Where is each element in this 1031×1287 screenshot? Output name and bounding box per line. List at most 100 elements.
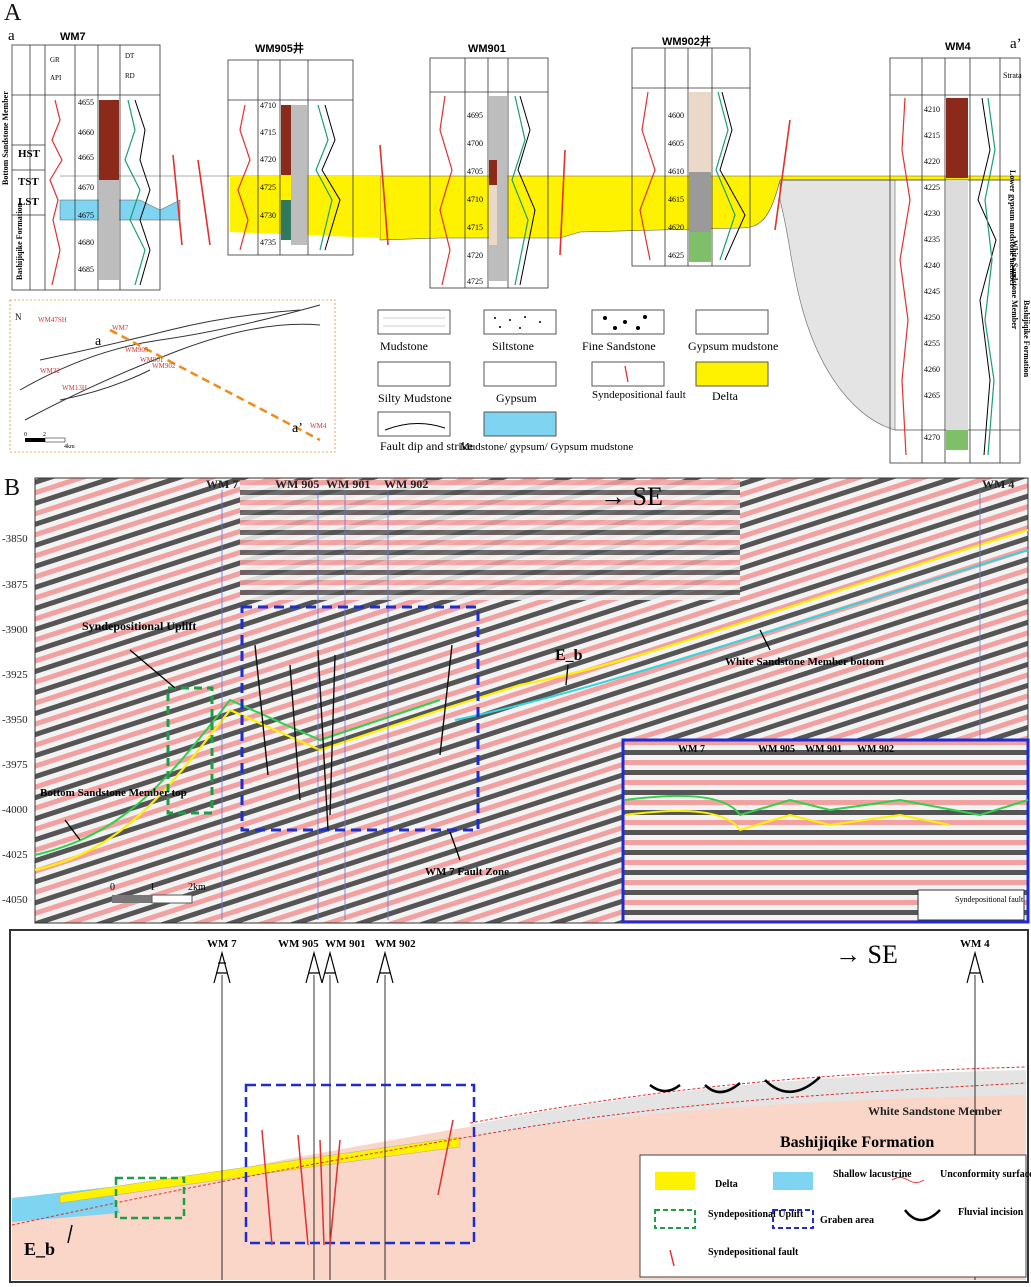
svg-text:Delta: Delta xyxy=(715,1179,738,1190)
svg-text:WM47SH: WM47SH xyxy=(38,316,67,324)
svg-text:WM 901: WM 901 xyxy=(326,477,370,491)
svg-text:4670: 4670 xyxy=(78,183,94,192)
legend-c: Delta Shallow lacustrine Unconformity su… xyxy=(639,1154,1031,1278)
panel-c-model: WM 7 WM 905 WM 901 WM 902 WM 4 → SE Whit… xyxy=(9,929,1031,1283)
svg-text:4715: 4715 xyxy=(260,128,276,137)
svg-text:-4000: -4000 xyxy=(2,804,28,816)
svg-text:4615: 4615 xyxy=(668,195,684,204)
svg-text:-3875: -3875 xyxy=(2,579,28,591)
depths-wm7: 4655 4660 4665 4670 4675 4680 4685 xyxy=(78,98,94,274)
svg-text:4675: 4675 xyxy=(78,211,94,220)
svg-text:4725: 4725 xyxy=(260,183,276,192)
svg-text:Mudstone/ gypsum/ Gypsum mudst: Mudstone/ gypsum/ Gypsum mudstone xyxy=(460,441,633,453)
uplift-box xyxy=(166,686,214,815)
section-end-a: a xyxy=(8,28,15,44)
wm7-member-text: Bottom Sandstone Member xyxy=(1,91,10,185)
well-wm901 xyxy=(429,57,549,289)
svg-text:4705: 4705 xyxy=(467,167,483,176)
svg-text:Syndepositional Uplift: Syndepositional Uplift xyxy=(708,1209,804,1220)
svg-text:Bashijiqike Formation: Bashijiqike Formation xyxy=(780,1134,934,1151)
svg-text:4710: 4710 xyxy=(467,195,483,204)
svg-text:DT: DT xyxy=(125,52,135,60)
svg-text:RD: RD xyxy=(125,72,135,80)
svg-text:WM13H: WM13H xyxy=(62,384,87,392)
seismic-inset: WM 7 WM 905 WM 901 WM 902 Syndepositiona… xyxy=(621,738,1030,924)
svg-text:Fault dip and strike: Fault dip and strike xyxy=(380,439,473,453)
panel-a-label: A xyxy=(4,0,22,26)
svg-text:WM 902: WM 902 xyxy=(857,744,894,755)
seismic-direction: → SE xyxy=(600,482,663,511)
svg-text:4610: 4610 xyxy=(668,167,684,176)
svg-text:Syndepositional fault: Syndepositional fault xyxy=(592,389,686,401)
svg-text:4735: 4735 xyxy=(260,238,276,247)
svg-text:1: 1 xyxy=(150,882,155,893)
svg-text:→ SE: → SE xyxy=(835,940,898,969)
svg-text:4225: 4225 xyxy=(924,183,940,192)
svg-text:a’: a’ xyxy=(292,421,303,436)
svg-text:4655: 4655 xyxy=(78,98,94,107)
svg-text:4230: 4230 xyxy=(924,209,940,218)
svg-text:4265: 4265 xyxy=(924,391,940,400)
svg-text:WM905: WM905 xyxy=(125,346,149,354)
svg-text:Gypsum mudstone: Gypsum mudstone xyxy=(688,339,778,353)
svg-text:0: 0 xyxy=(110,882,115,893)
svg-text:Silty Mudstone: Silty Mudstone xyxy=(378,391,452,405)
svg-text:Lower gypsum mudstone member: Lower gypsum mudstone member xyxy=(1008,170,1017,287)
section-end-a-prime: a’ xyxy=(1010,36,1022,52)
svg-text:Strata: Strata xyxy=(1003,71,1022,80)
horizon-bottom-top xyxy=(34,698,441,856)
svg-text:4685: 4685 xyxy=(78,265,94,274)
svg-text:Fluvial incision: Fluvial incision xyxy=(958,1207,1024,1218)
svg-text:WM32: WM32 xyxy=(40,367,60,375)
svg-text:WM4: WM4 xyxy=(310,422,327,430)
svg-text:White Sandstone Member: White Sandstone Member xyxy=(1010,240,1019,330)
svg-text:2: 2 xyxy=(43,432,46,438)
well-name-wm905: WM905井 xyxy=(255,41,304,55)
svg-text:WM 4: WM 4 xyxy=(960,938,990,950)
svg-text:Unconformity surface: Unconformity surface xyxy=(940,1169,1031,1180)
svg-text:Siltstone: Siltstone xyxy=(492,339,534,353)
svg-text:Gypsum: Gypsum xyxy=(496,391,537,405)
svg-text:WM 7: WM 7 xyxy=(206,477,238,491)
panel-b-label: B xyxy=(4,475,21,501)
tract-tst: TST xyxy=(18,176,39,188)
svg-text:WM 7: WM 7 xyxy=(207,938,237,950)
svg-text:E_b: E_b xyxy=(24,1239,55,1259)
svg-text:WM 905: WM 905 xyxy=(278,938,319,950)
svg-text:Syndepositional fault: Syndepositional fault xyxy=(955,895,1024,904)
svg-text:Mudstone: Mudstone xyxy=(380,339,428,353)
tract-lst: LST xyxy=(18,196,39,208)
svg-text:4220: 4220 xyxy=(924,157,940,166)
svg-text:4725: 4725 xyxy=(467,277,483,286)
svg-text:Shallow lacustrine: Shallow lacustrine xyxy=(833,1169,912,1180)
svg-text:-4025: -4025 xyxy=(2,849,28,861)
gray-wedge xyxy=(779,179,896,431)
svg-text:E_b: E_b xyxy=(555,647,583,664)
svg-text:API: API xyxy=(50,74,62,82)
svg-text:-4050: -4050 xyxy=(2,894,28,906)
horizon-eb xyxy=(34,528,1029,872)
svg-text:4245: 4245 xyxy=(924,287,940,296)
svg-text:Syndepositional Uplift: Syndepositional Uplift xyxy=(82,619,196,633)
svg-text:4715: 4715 xyxy=(467,223,483,232)
svg-text:4680: 4680 xyxy=(78,238,94,247)
svg-text:Syndepositional fault: Syndepositional fault xyxy=(708,1247,799,1258)
svg-text:a: a xyxy=(95,334,102,349)
svg-text:4210: 4210 xyxy=(924,105,940,114)
svg-text:4720: 4720 xyxy=(260,155,276,164)
svg-text:WM 902: WM 902 xyxy=(375,938,416,950)
svg-text:White Sandstone Member bottom: White Sandstone Member bottom xyxy=(725,656,884,668)
svg-text:WM 4: WM 4 xyxy=(982,477,1014,491)
horizon-white xyxy=(454,549,1029,721)
svg-text:4605: 4605 xyxy=(668,139,684,148)
svg-text:4235: 4235 xyxy=(924,235,940,244)
panel-b-seismic: WM 7 WM 905 WM 901 WM 902 WM 4 → SE -385… xyxy=(2,477,1030,924)
svg-text:4270: 4270 xyxy=(924,433,940,442)
well-wm905 xyxy=(227,59,354,256)
svg-text:4720: 4720 xyxy=(467,251,483,260)
svg-text:4215: 4215 xyxy=(924,131,940,140)
svg-text:GR: GR xyxy=(50,56,60,64)
svg-text:4660: 4660 xyxy=(78,128,94,137)
svg-text:-3975: -3975 xyxy=(2,759,28,771)
svg-text:4625: 4625 xyxy=(668,251,684,260)
